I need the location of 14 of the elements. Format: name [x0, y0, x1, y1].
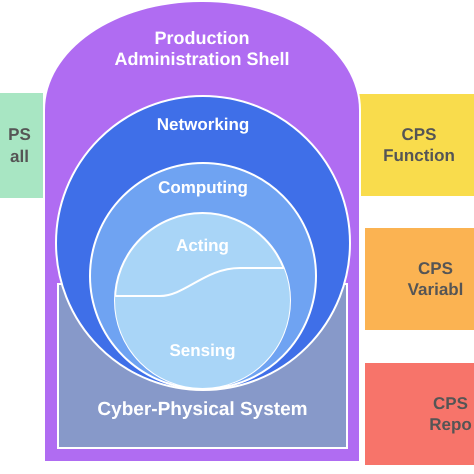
shell-title: Production Administration Shell	[113, 28, 291, 70]
system-label: Cyber-Physical System	[96, 399, 309, 421]
side-card	[365, 228, 474, 330]
side-card	[358, 94, 474, 196]
side-card	[0, 93, 43, 198]
shell-arch	[43, 0, 361, 463]
layer-label: Acting	[175, 236, 230, 256]
card-label: CPS Function	[383, 124, 455, 166]
layer-label: Networking	[156, 115, 250, 135]
side-card	[365, 363, 474, 465]
card-label: CPS Repo	[429, 392, 472, 436]
card-label: CPS Variabl	[408, 258, 464, 300]
layer-label: Computing	[157, 178, 249, 198]
card-label: PS all	[8, 124, 31, 167]
